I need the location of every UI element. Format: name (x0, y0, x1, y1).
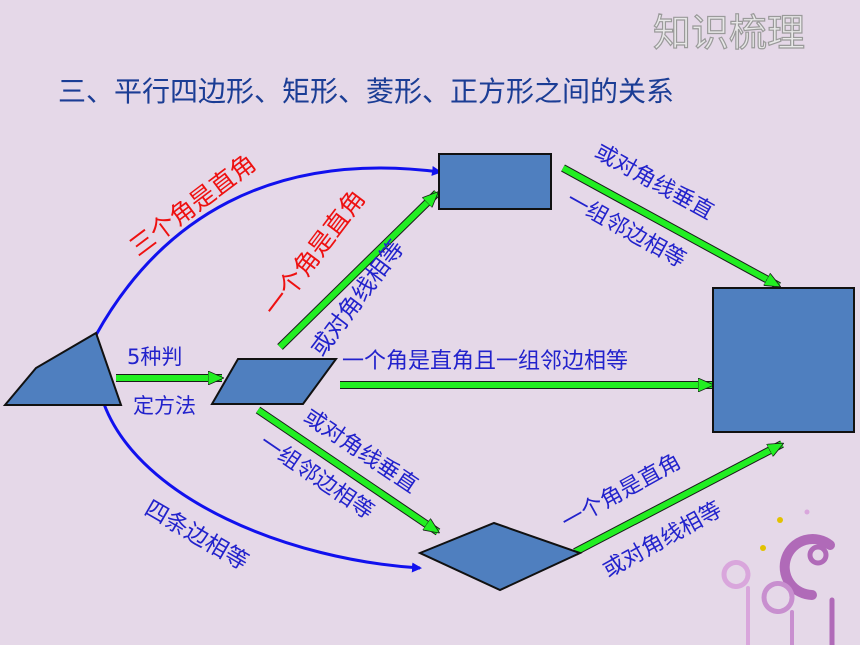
arrow-parallelogram-to-rectangle (277, 190, 440, 350)
parallelogram-shape (210, 358, 338, 405)
decorative-swirl-icon (721, 509, 835, 645)
rhombus-shape (417, 521, 583, 592)
label-five-methods-top: 5种判 (127, 345, 182, 369)
curve-to-rectangle (94, 166, 442, 336)
label-one-right-angle-lower: 一个角是直角 (558, 449, 686, 535)
label-five-methods-bottom: 定方法 (133, 394, 196, 418)
arrow-rectangle-to-square (561, 164, 779, 290)
curve-to-rhombus (102, 403, 422, 573)
arrow-parallelogram-to-rhombus (255, 406, 438, 536)
label-three-right-angles: 三个角是直角 (124, 148, 261, 261)
label-right-angle-and-adjacent: 一个角是直角且一组邻边相等 (342, 349, 628, 374)
page-heading: 三、平行四边形、矩形、菱形、正方形之间的关系 (58, 75, 674, 108)
quadrilateral-shape (2, 331, 123, 406)
square-shape (712, 287, 855, 433)
arrow-rhombus-to-square (573, 440, 782, 556)
label-four-sides-equal: 四条边相等 (140, 496, 253, 576)
corner-title: 知识梳理 (653, 11, 805, 55)
rectangle-shape (438, 153, 552, 210)
